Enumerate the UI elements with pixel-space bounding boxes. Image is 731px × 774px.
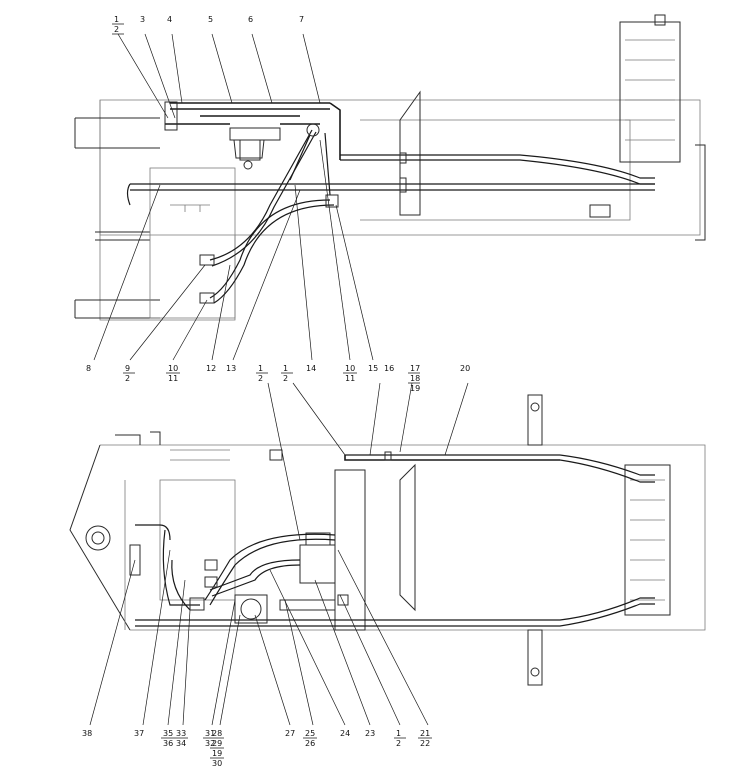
bottom-leaders xyxy=(89,382,469,726)
callout-14: 14 xyxy=(306,364,316,373)
callout-33: 33 xyxy=(176,729,186,738)
callout-38: 38 xyxy=(82,729,92,738)
callout-15: 15 xyxy=(368,364,378,373)
bottom-callouts-upper: 1 2 1 2 16 17 18 19 20 xyxy=(258,364,470,393)
callout-29: 29 xyxy=(212,739,222,748)
callout-4: 4 xyxy=(167,15,172,24)
callout-30: 30 xyxy=(212,759,222,768)
callout-10: 10 xyxy=(168,364,178,373)
callout-20: 20 xyxy=(460,364,470,373)
callout-37: 37 xyxy=(134,729,144,738)
callout-21: 21 xyxy=(420,729,430,738)
callout-9: 9 xyxy=(125,364,130,373)
callout-10b: 10 xyxy=(345,364,355,373)
bottom-callouts-lower: 38 37 35 36 33 34 31 32 28 29 19 30 27 2… xyxy=(82,729,430,768)
callout-8: 8 xyxy=(86,364,91,373)
callout-1b: 1 xyxy=(258,364,263,373)
callout-25: 25 xyxy=(305,729,315,738)
callout-18: 18 xyxy=(410,374,420,383)
top-view xyxy=(74,14,706,321)
callout-17: 17 xyxy=(410,364,420,373)
top-callouts-lower: 8 9 2 10 11 12 13 14 10 11 15 xyxy=(86,364,378,383)
callout-10b-sub: 11 xyxy=(345,374,355,383)
top-leaders xyxy=(93,33,374,361)
callout-22: 22 xyxy=(420,739,430,748)
callout-23: 23 xyxy=(365,729,375,738)
callout-13: 13 xyxy=(226,364,236,373)
top-callouts-upper: 1 2 3 4 5 6 7 xyxy=(114,15,304,34)
callout-1: 1 xyxy=(114,15,119,24)
callout-1c: 1 xyxy=(283,364,288,373)
callout-6: 6 xyxy=(248,15,253,24)
callout-34: 34 xyxy=(176,739,186,748)
callout-32: 32 xyxy=(205,739,215,748)
callout-31: 31 xyxy=(205,729,215,738)
callout-underlines xyxy=(112,23,432,759)
callout-1b-sub: 2 xyxy=(258,374,263,383)
callout-12: 12 xyxy=(206,364,216,373)
callout-26: 26 xyxy=(305,739,315,748)
bottom-view xyxy=(69,394,706,686)
callout-7: 7 xyxy=(299,15,304,24)
callout-19b: 19 xyxy=(212,749,222,758)
callout-3: 3 xyxy=(140,15,145,24)
callout-16: 16 xyxy=(384,364,394,373)
callout-9-sub: 2 xyxy=(125,374,130,383)
callout-35: 35 xyxy=(163,729,173,738)
callout-5: 5 xyxy=(208,15,213,24)
callout-1-sub: 2 xyxy=(114,25,119,34)
callout-1d: 1 xyxy=(396,729,401,738)
callout-10-sub: 11 xyxy=(168,374,178,383)
callout-36: 36 xyxy=(163,739,173,748)
callout-1c-sub: 2 xyxy=(283,374,288,383)
callout-1d-sub: 2 xyxy=(396,739,401,748)
callout-24: 24 xyxy=(340,729,350,738)
callout-19: 19 xyxy=(410,384,420,393)
callout-27: 27 xyxy=(285,729,295,738)
callout-28: 28 xyxy=(212,729,222,738)
